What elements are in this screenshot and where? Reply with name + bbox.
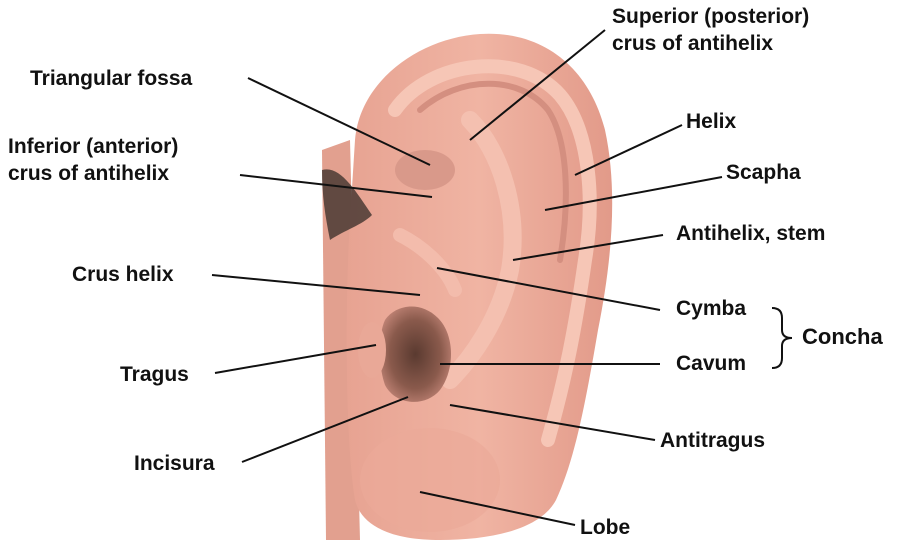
label-cavum: Cavum [676, 351, 746, 376]
label-inferior-crus: Inferior (anterior) [8, 134, 178, 159]
label-concha: Concha [802, 324, 883, 349]
label-superior-crus: Superior (posterior) [612, 4, 809, 29]
label-triangular-fossa: Triangular fossa [30, 66, 192, 91]
label-inferior-crus-line2: crus of antihelix [8, 161, 169, 186]
label-incisura: Incisura [134, 451, 215, 476]
label-superior-crus-line2: crus of antihelix [612, 31, 773, 56]
tragus-shape [358, 322, 386, 378]
label-lobe: Lobe [580, 515, 630, 540]
label-crus-helix: Crus helix [72, 262, 174, 287]
triangular-fossa-shape [395, 150, 455, 190]
concha-cavity [380, 306, 451, 401]
label-scapha: Scapha [726, 160, 801, 185]
lobe-shape [360, 428, 500, 532]
label-antitragus: Antitragus [660, 428, 765, 453]
label-helix: Helix [686, 109, 736, 134]
label-cymba: Cymba [676, 296, 746, 321]
label-tragus: Tragus [120, 362, 189, 387]
concha-brace [772, 308, 792, 368]
label-antihelix-stem: Antihelix, stem [676, 221, 825, 246]
